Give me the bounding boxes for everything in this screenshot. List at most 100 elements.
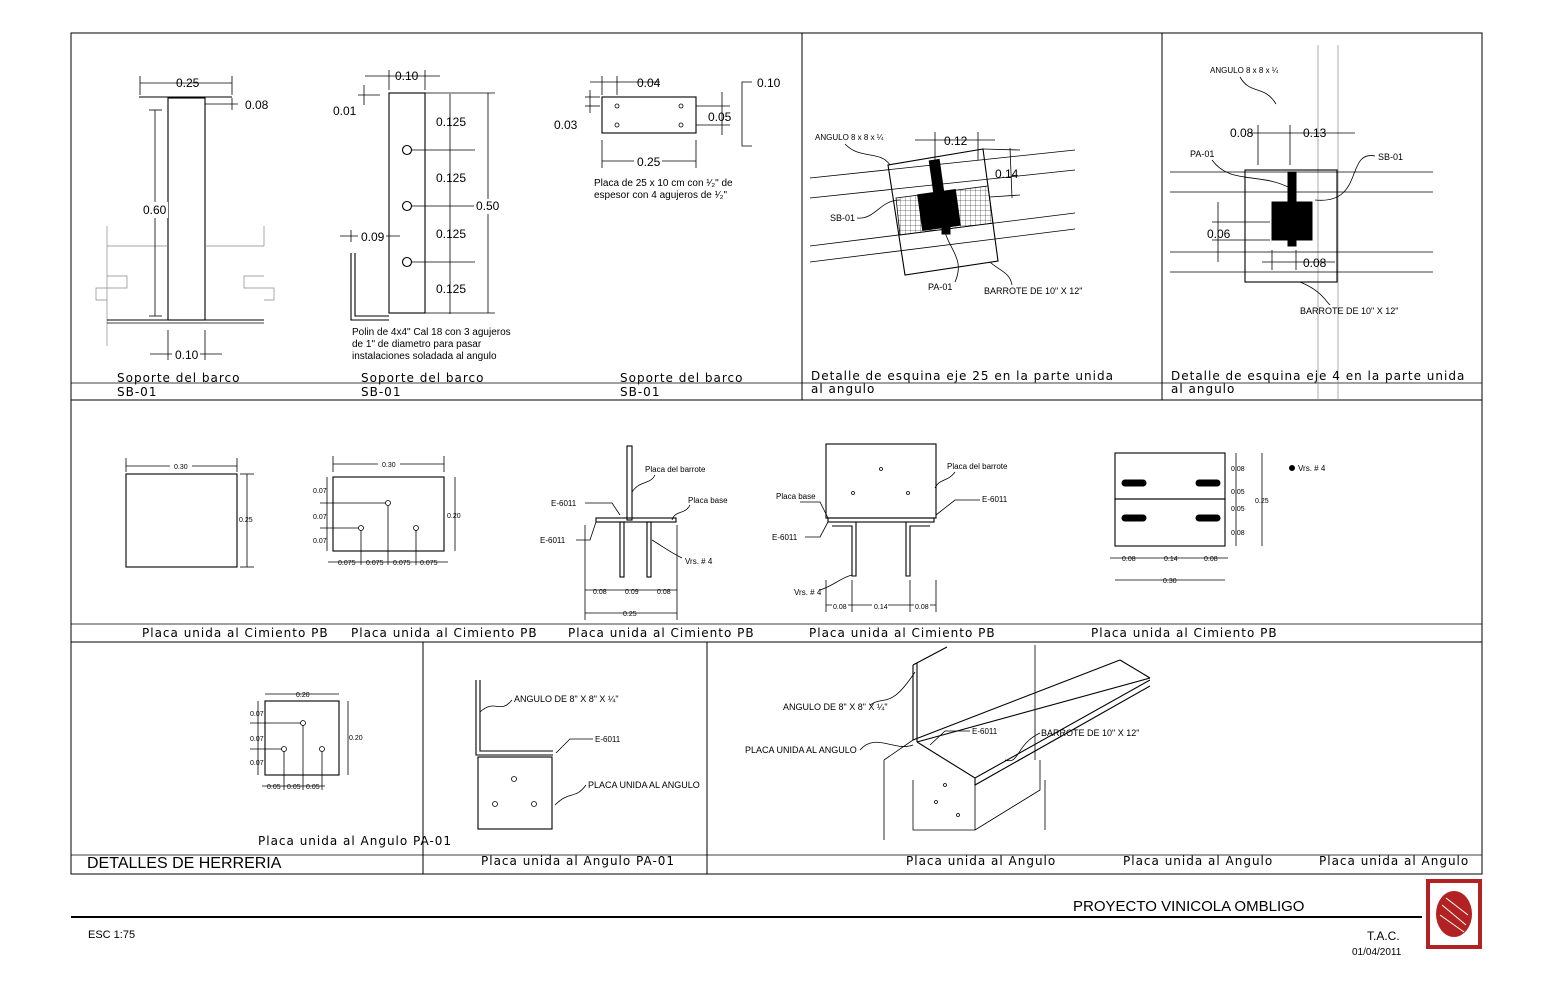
label: BARROTE DE 10" X 12" [1300, 306, 1398, 316]
caption-code: SB-01 [620, 385, 660, 399]
dim-label: 0.05 [267, 784, 281, 791]
detail-placa-cimiento-3: Placa del barrote E-6011 Placa base E-60… [540, 445, 755, 640]
caption: Placa unida al Cimiento PB [1091, 626, 1278, 640]
note-line: espesor con 4 agujeros de ¹⁄₂" [594, 190, 728, 201]
dim-label: 0.10 [395, 69, 419, 83]
dim-label: 0.20 [349, 735, 363, 742]
dim-label: 0.05 [306, 784, 320, 791]
caption: Soporte del barco [620, 371, 743, 385]
label: ANGULO 8 x 8 x ¼ [1210, 66, 1279, 75]
project-name: PROYECTO VINICOLA OMBLIGO [1073, 898, 1304, 915]
caption-code: SB-01 [117, 385, 157, 399]
dim-label: 0.07 [313, 488, 327, 495]
dim-label: 0.09 [361, 230, 385, 244]
label: ANGULO DE 8" X 8" X ¼" [514, 694, 619, 704]
title-block: DETALLES DE HERRERIA PROYECTO VINICOLA O… [87, 855, 1402, 958]
dim-label: 0.08 [833, 604, 847, 611]
dim-label: 0.30 [1163, 578, 1177, 585]
dim-label: 0.08 [1303, 256, 1327, 270]
detail-placa-cimiento-4: Placa del barrote Placa base E-6011 E-60… [772, 443, 1008, 640]
label: Placa del barrote [645, 465, 706, 474]
dim-label: 0.075 [366, 560, 384, 567]
detail-placa-angulo-2: ANGULO DE 8" X 8" X ¼" E-6011 PLACA UNID… [475, 680, 700, 868]
dim-label: 0.10 [757, 76, 781, 90]
dim-label: 0.08 [593, 589, 607, 596]
label: SB-01 [1378, 152, 1403, 162]
dim-label: 0.20 [296, 692, 310, 699]
detail-placa-angulo-3d: ANGULO DE 8" X 8" X ¼" PLACA UNIDA AL AN… [745, 645, 1469, 868]
dim-label: 0.075 [393, 560, 411, 567]
drawing-date: 01/04/2011 [1352, 947, 1402, 958]
detail-placa-angulo-1: 0.20 0.07 0.07 0.07 0.20 0.05 0.05 0.05 … [250, 692, 451, 848]
dim-label: 0.13 [1303, 126, 1327, 140]
dim-label: 0.125 [436, 227, 466, 241]
dim-label: 0.20 [447, 513, 461, 520]
dim-label: 0.08 [1231, 466, 1245, 473]
label: PA-01 [1190, 149, 1214, 159]
dim-label: 0.30 [174, 464, 188, 471]
caption: Placa unida al Angulo [1319, 854, 1469, 868]
label: Vrs. # 4 [794, 588, 822, 597]
label: E-6011 [551, 499, 577, 508]
dim-label: 0.05 [708, 110, 732, 124]
dim-label: 0.14 [995, 167, 1019, 181]
label: BARROTE DE 10" X 12" [984, 286, 1082, 296]
dim-label: 0.125 [436, 115, 466, 129]
detail-esquina-4: ANGULO 8 x 8 x ¼ 0.08 0.13 PA-01 SB-01 0… [1170, 45, 1465, 400]
label: PA-01 [928, 282, 952, 292]
dim-label: 0.25 [239, 517, 253, 524]
dim-label: 0.12 [944, 134, 968, 148]
caption: Soporte del barco [117, 371, 240, 385]
caption: Detalle de esquina eje 4 en la parte uni… [1171, 369, 1465, 383]
label: PLACA UNIDA AL ANGULO [745, 745, 857, 755]
detail-esquina-25: 0.12 0.14 ANGULO 8 x 8 x ¼ SB-01 PA-01 B… [809, 132, 1113, 396]
caption: Placa unida al Angulo [1123, 854, 1273, 868]
dim-label: 0.07 [250, 736, 264, 743]
dim-label: 0.08 [1204, 556, 1218, 563]
dim-label: 0.01 [333, 104, 357, 118]
dim-label: 0.60 [143, 203, 167, 217]
detail-placa-cimiento-1: 0.30 0.25 Placa unida al Cimiento PB [125, 458, 328, 640]
dim-label: 0.05 [1231, 489, 1245, 496]
detail-soporte-1: 0.25 0.08 0.60 0.10 Soporte del barco SB… [95, 76, 275, 399]
dim-label: 0.25 [176, 76, 200, 90]
label: Placa del barrote [947, 462, 1008, 471]
scale-label: ESC 1:75 [88, 929, 135, 941]
firm-stamp-logo [1426, 879, 1482, 949]
label: BARROTE DE 10" X 12" [1041, 728, 1139, 738]
label: Vrs. # 4 [1298, 464, 1326, 473]
dim-label: 0.10 [175, 348, 199, 362]
caption: Soporte del barco [361, 371, 484, 385]
caption: Placa unida al Angulo PA-01 [481, 854, 675, 868]
dim-label: 0.08 [245, 98, 269, 112]
label: Placa base [776, 492, 816, 501]
dim-label: 0.06 [1207, 227, 1231, 241]
dim-label: 0.08 [657, 589, 671, 596]
dim-label: 0.09 [625, 589, 639, 596]
dim-label: 0.30 [382, 462, 396, 469]
label: ANGULO DE 8" X 8" X ¼" [783, 702, 888, 712]
label: PLACA UNIDA AL ANGULO [588, 780, 700, 790]
dim-label: 0.07 [250, 760, 264, 767]
label: ANGULO 8 x 8 x ¼ [815, 133, 884, 142]
dim-label: 0.08 [1230, 126, 1254, 140]
dim-label: 0.125 [436, 171, 466, 185]
sheet-title: DETALLES DE HERRERIA [87, 855, 282, 872]
caption: Placa unida al Angulo [906, 854, 1056, 868]
sheet-frame [70, 32, 1483, 918]
dim-label: 0.08 [1231, 530, 1245, 537]
detail-soporte-2: 0.10 0.01 0.125 0.125 0.125 0.125 0.50 0… [333, 69, 511, 399]
dim-label: 0.14 [1164, 556, 1178, 563]
note-line: Placa de 25 x 10 cm con ¹⁄₂" de [594, 178, 733, 189]
dim-label: 0.125 [436, 282, 466, 296]
detail-placa-cimiento-2: 0.30 0.07 0.07 0.07 0.20 0.075 0.075 0.0… [313, 456, 537, 640]
dim-label: 0.05 [1231, 506, 1245, 513]
caption: Placa unida al Cimiento PB [568, 626, 755, 640]
dim-label: 0.08 [915, 604, 929, 611]
label: E-6011 [972, 727, 998, 736]
label: Vrs. # 4 [685, 557, 713, 566]
detail-placa-cimiento-5: Vrs. # 4 0.08 0.05 0.05 0.08 0.25 0.08 0… [1091, 452, 1326, 640]
dim-label: 0.50 [476, 199, 500, 213]
dim-label: 0.25 [637, 155, 661, 169]
label: SB-01 [830, 213, 855, 223]
